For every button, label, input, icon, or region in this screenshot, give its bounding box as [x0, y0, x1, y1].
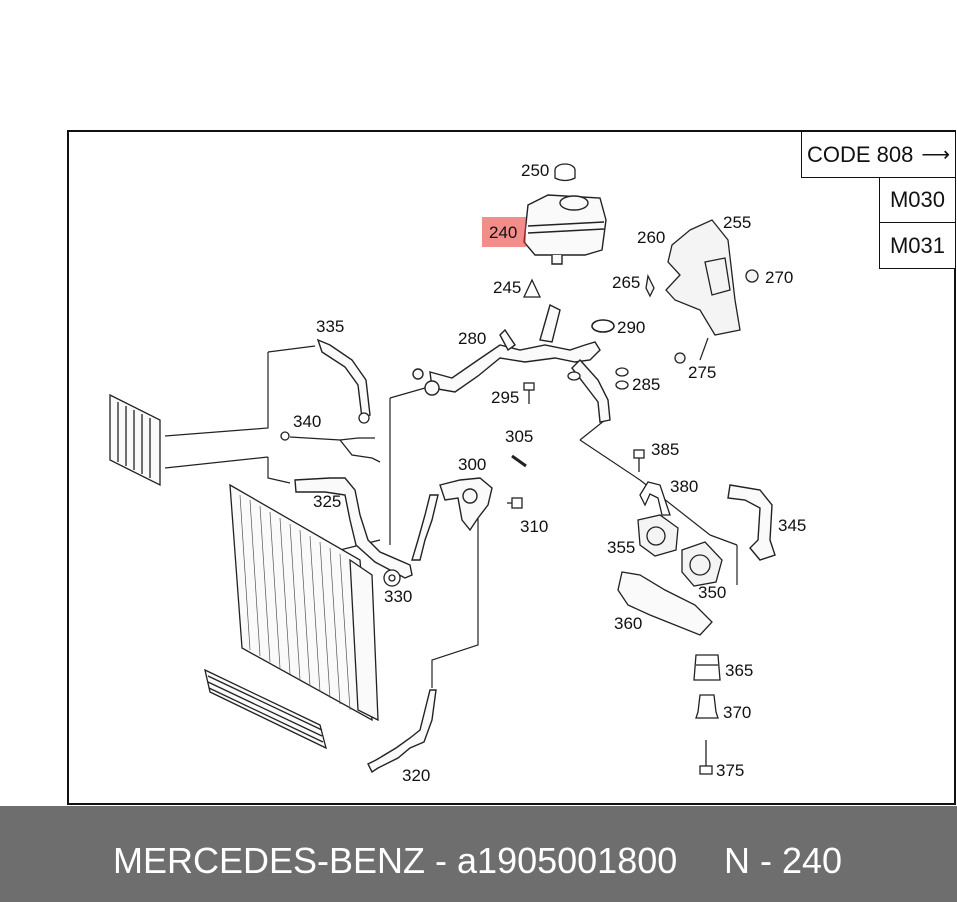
label-385: 385: [651, 440, 679, 459]
label-270: 270: [765, 268, 793, 287]
label-350: 350: [698, 583, 726, 602]
radiator-hose-upper: [316, 338, 371, 419]
label-325: 325: [313, 492, 341, 511]
label-275: 275: [688, 363, 716, 382]
label-280: 280: [458, 329, 486, 348]
lower-hose: [367, 689, 437, 774]
spacer-sleeve: [695, 694, 719, 719]
auxiliary-radiator: [109, 393, 161, 487]
screw: [507, 497, 523, 509]
label-355: 355: [607, 538, 635, 557]
thermostat-housing: [411, 477, 493, 561]
label-330: 330: [384, 587, 412, 606]
code-m030-label: M030: [889, 187, 946, 212]
mounting-bolt: [699, 740, 713, 775]
label-310: 310: [520, 517, 548, 536]
label-285: 285: [632, 375, 660, 394]
label-245: 245: [493, 278, 521, 297]
pump-hose: [727, 484, 776, 561]
code-808-box: CODE 808 ⟶: [801, 131, 956, 178]
electric-water-pump: [681, 541, 723, 587]
label-295: 295: [491, 388, 519, 407]
label-300: 300: [458, 455, 486, 474]
auxiliary-water-pump: [637, 514, 679, 557]
label-340: 340: [293, 412, 321, 431]
hose-fitting: [383, 569, 401, 587]
main-radiator: [229, 483, 379, 722]
charge-air-cooler: [204, 668, 327, 750]
arrow-right-icon: ⟶: [921, 144, 951, 166]
label-365: 365: [725, 661, 753, 680]
label-290: 290: [617, 318, 645, 337]
tank-bracket: [645, 219, 759, 364]
bracket-bolt: [633, 449, 645, 472]
o-ring: [591, 319, 615, 333]
label-255: 255: [723, 213, 751, 232]
tank-cap: [554, 163, 576, 182]
label-305: 305: [505, 427, 533, 446]
radiator-fins: [239, 494, 351, 711]
footer-reference: N - 240: [724, 840, 843, 881]
tank-grommet: [522, 278, 542, 298]
label-240: 240: [489, 223, 517, 242]
radiator-hose-lower: [294, 477, 413, 579]
hose-clamp: [567, 367, 629, 390]
part-labels: 250 240 245 255 260 265 270 275 280 285 …: [293, 161, 806, 785]
label-380: 380: [670, 477, 698, 496]
footer-brand-part-number: MERCEDES-BENZ - a1905001800: [113, 840, 678, 881]
label-320: 320: [402, 766, 430, 785]
temperature-sensor: [280, 431, 381, 463]
label-375: 375: [716, 761, 744, 780]
code-m031-label: M031: [889, 232, 946, 258]
highlight-240: [482, 217, 526, 247]
label-345: 345: [778, 516, 806, 535]
pump-cover: [617, 571, 713, 636]
pump-bracket: [639, 481, 671, 516]
label-360: 360: [614, 614, 642, 633]
bolt: [523, 382, 535, 404]
code-m031-box: M031: [879, 222, 956, 269]
rubber-mount: [693, 654, 721, 681]
parts-diagram: 250 240 245 255 260 265 270 275 280 285 …: [109, 161, 806, 785]
code-808-label: CODE 808: [806, 141, 914, 167]
thermostat-seal: [511, 454, 527, 468]
label-335: 335: [316, 317, 344, 336]
expansion-tank: [523, 194, 607, 265]
label-265: 265: [612, 273, 640, 292]
code-m030-box: M030: [879, 177, 956, 223]
label-370: 370: [723, 703, 751, 722]
label-250: 250: [521, 161, 549, 180]
label-260: 260: [637, 228, 665, 247]
footer-bar: MERCEDES-BENZ - a1905001800 N - 240: [0, 806, 957, 902]
